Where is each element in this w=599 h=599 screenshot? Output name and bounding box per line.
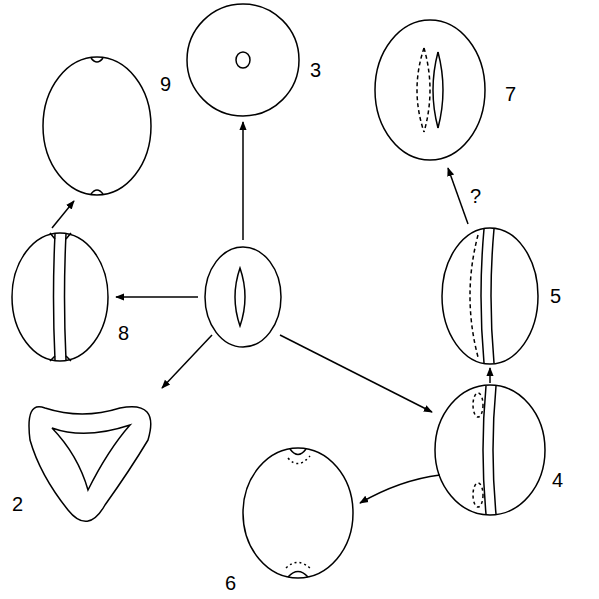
callout-number: 2 <box>12 494 23 514</box>
callout-number: 6 <box>225 573 236 593</box>
callout-number: 3 <box>310 60 321 80</box>
callout-number: 5 <box>550 286 561 306</box>
callout-number: 8 <box>118 323 129 343</box>
callout-number: 9 <box>160 74 171 94</box>
callout-number: 4 <box>552 470 563 490</box>
callout-number: 7 <box>505 84 516 104</box>
callout-number: ? <box>470 186 481 206</box>
